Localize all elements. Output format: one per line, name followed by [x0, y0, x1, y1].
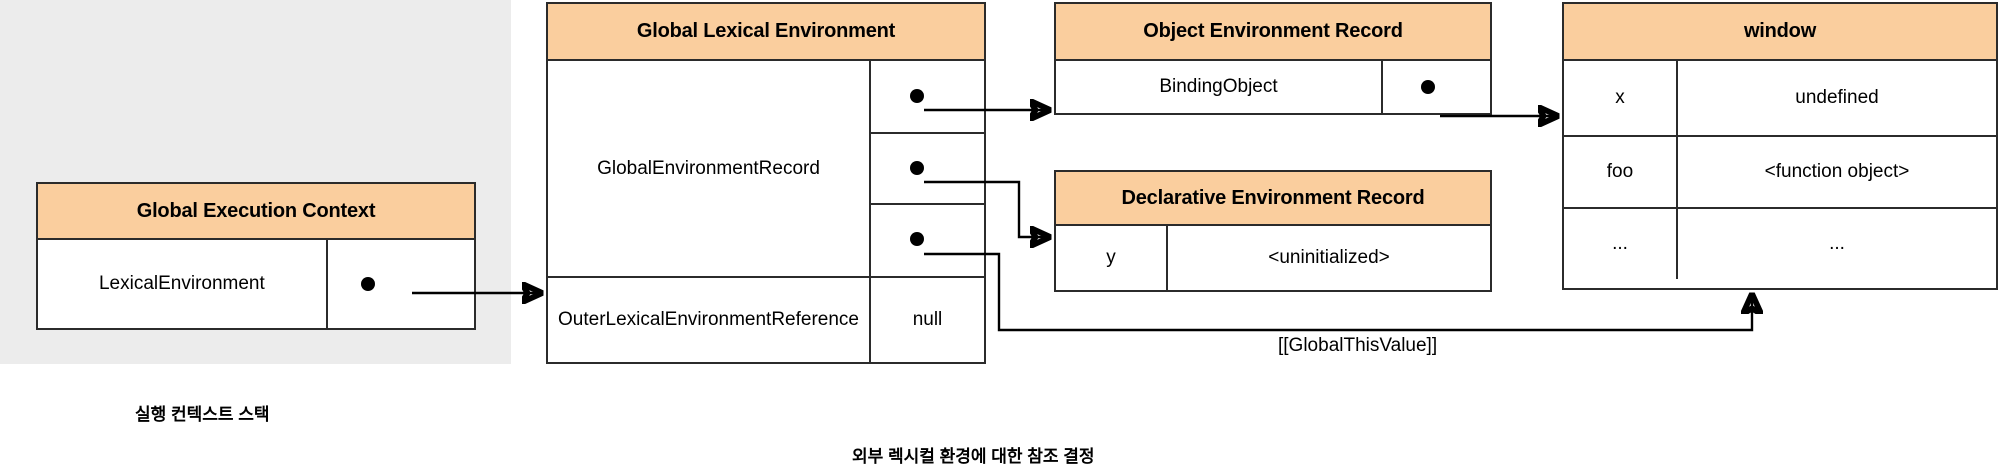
- object-environment-record-title: Object Environment Record: [1056, 4, 1490, 61]
- declarative-environment-record-title: Declarative Environment Record: [1056, 172, 1490, 226]
- outer-ref-line-1: OuterLexicalEnvironment: [558, 309, 772, 331]
- window-prop-value: undefined: [1676, 61, 1996, 135]
- outer-lexical-environment-reference-value: null: [869, 278, 984, 362]
- declarative-binding-key: y: [1106, 247, 1116, 269]
- global-execution-context-title: Global Execution Context: [38, 184, 474, 240]
- window-prop-key: x: [1615, 87, 1625, 109]
- pointer-slot-object-env: [871, 61, 984, 132]
- global-lexical-environment-box: Global Lexical Environment GlobalEnviron…: [546, 2, 986, 364]
- global-environment-record-pointer-column: [869, 61, 984, 276]
- table-row: y <uninitialized>: [1056, 226, 1490, 290]
- pointer-dot-icon: [910, 161, 924, 175]
- pointer-dot-icon: [910, 89, 924, 103]
- table-row: LexicalEnvironment: [38, 240, 474, 328]
- lexical-environment-label: LexicalEnvironment: [98, 273, 265, 295]
- table-row: BindingObject: [1056, 61, 1490, 113]
- pointer-dot-icon: [360, 277, 375, 291]
- window-box: window x undefined foo <function object>…: [1562, 2, 1998, 290]
- pointer-slot-declarative-env: [871, 132, 984, 203]
- window-prop-key: foo: [1606, 161, 1634, 183]
- window-prop-key: ...: [1612, 233, 1628, 255]
- declarative-binding-value: <uninitialized>: [1166, 226, 1490, 290]
- lexical-environment-pointer-cell: [325, 240, 474, 328]
- outer-lexical-environment-reference-label: OuterLexicalEnvironment Reference: [548, 278, 869, 362]
- footer-caption: 외부 렉시컬 환경에 대한 참조 결정: [852, 447, 1095, 466]
- binding-object-pointer-cell: [1381, 61, 1490, 113]
- outer-ref-line-2: Reference: [771, 309, 859, 331]
- table-row: x undefined: [1564, 61, 1996, 135]
- pointer-dot-icon: [1421, 80, 1435, 94]
- global-lexical-environment-title: Global Lexical Environment: [548, 4, 984, 61]
- pointer-slot-global-this-value: [871, 203, 984, 274]
- global-environment-record-label: GlobalEnvironmentRecord: [597, 157, 820, 179]
- global-this-value-edge-label: [[GlobalThisValue]]: [1278, 335, 1438, 356]
- object-environment-record-box: Object Environment Record BindingObject: [1054, 2, 1492, 115]
- global-execution-context-box: Global Execution Context LexicalEnvironm…: [36, 182, 476, 330]
- window-prop-value: ...: [1676, 209, 1996, 279]
- table-row: ... ...: [1564, 207, 1996, 279]
- pointer-dot-icon: [910, 232, 924, 246]
- table-row: OuterLexicalEnvironment Reference null: [548, 276, 984, 362]
- binding-object-label: BindingObject: [1159, 76, 1278, 98]
- window-title: window: [1564, 4, 1996, 61]
- table-row: GlobalEnvironmentRecord: [548, 61, 984, 276]
- declarative-environment-record-frame: Declarative Environment Record y <uninit…: [1054, 170, 1492, 292]
- window-prop-value: <function object>: [1676, 137, 1996, 207]
- execution-context-stack-caption: 실행 컨텍스트 스택: [135, 405, 270, 424]
- table-row: foo <function object>: [1564, 135, 1996, 207]
